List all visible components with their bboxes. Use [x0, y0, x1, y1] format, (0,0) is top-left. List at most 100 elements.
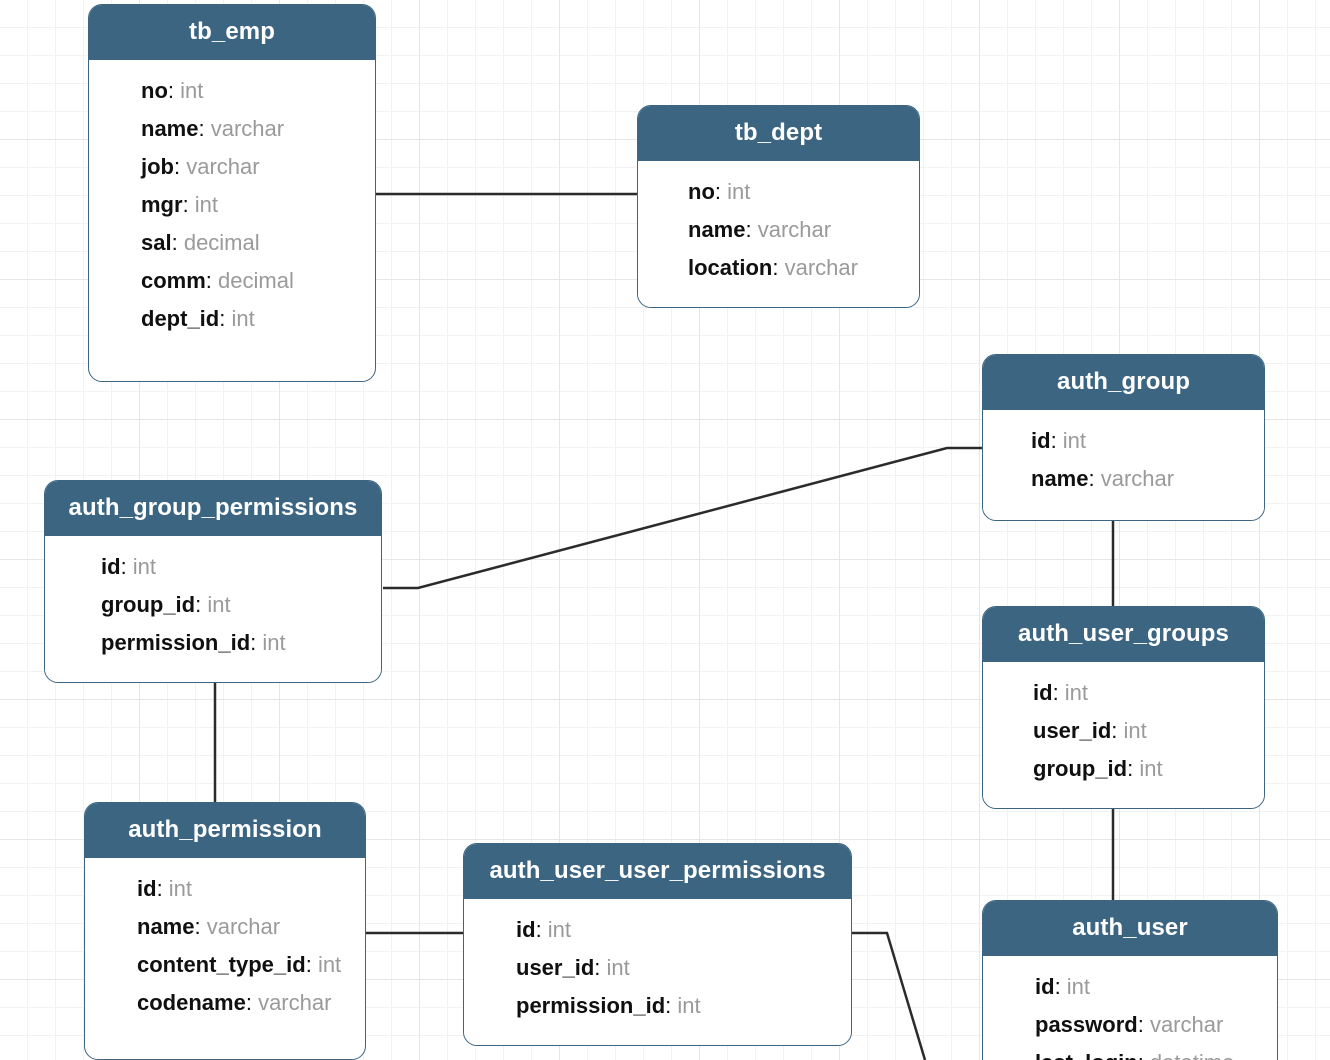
field-name: no: [141, 78, 168, 103]
field-type: varchar: [1149, 1012, 1224, 1037]
field-type: varchar: [258, 990, 332, 1015]
field-colon: :: [171, 230, 184, 255]
field-type: int: [207, 592, 231, 617]
field-colon: :: [245, 990, 259, 1015]
field-auth_group_permissions-permission_id[interactable]: permission_id: int: [45, 624, 381, 662]
field-type: int: [1139, 756, 1163, 781]
field-auth_permission-content_type_id[interactable]: content_type_id: int: [85, 946, 365, 984]
field-colon: :: [182, 192, 195, 217]
field-auth_user_user_permissions-user_id[interactable]: user_id: int: [464, 949, 851, 987]
field-type: varchar: [206, 914, 281, 939]
entity-title-auth_user_groups: auth_user_groups: [983, 607, 1264, 662]
field-name: last_login: [1035, 1050, 1138, 1060]
field-name: permission_id: [516, 993, 666, 1018]
field-name: name: [688, 217, 746, 242]
field-tb_dept-location[interactable]: location: varchar: [638, 249, 919, 287]
entity-title-auth_user_user_permissions: auth_user_user_permissions: [464, 844, 851, 899]
field-type: int: [1123, 718, 1147, 743]
field-name: id: [137, 876, 157, 901]
field-tb_dept-no[interactable]: no: int: [638, 173, 919, 211]
field-tb_emp-dept_id[interactable]: dept_id: int: [89, 300, 375, 338]
field-name: id: [1033, 680, 1053, 705]
field-type: int: [168, 876, 193, 901]
field-tb_emp-no[interactable]: no: int: [89, 72, 375, 110]
field-auth_user_groups-group_id[interactable]: group_id: int: [983, 750, 1264, 788]
field-auth_permission-id[interactable]: id: int: [85, 870, 365, 908]
field-colon: :: [156, 876, 169, 901]
field-name: dept_id: [141, 306, 220, 331]
field-name: user_id: [1033, 718, 1112, 743]
field-auth_user_groups-user_id[interactable]: user_id: int: [983, 712, 1264, 750]
field-name: comm: [141, 268, 206, 293]
field-type: int: [1062, 428, 1087, 453]
field-auth_user-id[interactable]: id: int: [983, 968, 1277, 1006]
edge-auth_group_permissions-auth_group[interactable]: [383, 446, 982, 590]
field-tb_emp-comm[interactable]: comm: decimal: [89, 262, 375, 300]
field-name: no: [688, 179, 715, 204]
field-type: decimal: [183, 230, 260, 255]
field-colon: :: [174, 154, 187, 179]
field-auth_user_groups-id[interactable]: id: int: [983, 674, 1264, 712]
field-tb_emp-name[interactable]: name: varchar: [89, 110, 375, 148]
field-type: varchar: [757, 217, 832, 242]
field-colon: :: [167, 78, 181, 103]
field-name: sal: [141, 230, 172, 255]
field-type: int: [262, 630, 286, 655]
field-auth_group_permissions-group_id[interactable]: group_id: int: [45, 586, 381, 624]
field-auth_user-last_login[interactable]: last_login: datetime: [983, 1044, 1277, 1060]
field-colon: :: [772, 255, 785, 280]
field-auth_user-password[interactable]: password: varchar: [983, 1006, 1277, 1044]
field-colon: :: [305, 952, 318, 977]
field-name: id: [1035, 974, 1055, 999]
field-type: int: [547, 917, 572, 942]
field-type: varchar: [784, 255, 858, 280]
field-type: datetime: [1150, 1050, 1234, 1060]
field-name: group_id: [101, 592, 196, 617]
field-type: varchar: [1100, 466, 1175, 491]
entity-title-tb_emp: tb_emp: [89, 5, 375, 60]
field-type: int: [1066, 974, 1091, 999]
field-auth_group_permissions-id[interactable]: id: int: [45, 548, 381, 586]
field-type: int: [727, 179, 751, 204]
field-name: name: [141, 116, 199, 141]
field-tb_emp-mgr[interactable]: mgr: int: [89, 186, 375, 224]
field-auth_user_user_permissions-id[interactable]: id: int: [464, 911, 851, 949]
entity-title-auth_user: auth_user: [983, 901, 1277, 956]
field-type: int: [317, 952, 342, 977]
field-tb_emp-sal[interactable]: sal: decimal: [89, 224, 375, 262]
field-name: id: [516, 917, 536, 942]
field-auth_group-id[interactable]: id: int: [983, 422, 1264, 460]
field-name: content_type_id: [137, 952, 306, 977]
field-auth_permission-name[interactable]: name: varchar: [85, 908, 365, 946]
edge-auth_user_user_permissions-auth_user[interactable]: [852, 931, 927, 1060]
entity-title-auth_group_permissions: auth_group_permissions: [45, 481, 381, 536]
field-tb_emp-job[interactable]: job: varchar: [89, 148, 375, 186]
field-type: varchar: [210, 116, 285, 141]
field-auth_user_user_permissions-permission_id[interactable]: permission_id: int: [464, 987, 851, 1025]
field-auth_permission-codename[interactable]: codename: varchar: [85, 984, 365, 1022]
entity-title-tb_dept: tb_dept: [638, 106, 919, 161]
field-colon: :: [535, 917, 548, 942]
field-colon: :: [714, 179, 728, 204]
field-colon: :: [195, 592, 208, 617]
field-auth_group-name[interactable]: name: varchar: [983, 460, 1264, 498]
field-colon: :: [194, 914, 207, 939]
field-tb_dept-name[interactable]: name: varchar: [638, 211, 919, 249]
field-type: int: [194, 192, 219, 217]
field-name: user_id: [516, 955, 595, 980]
